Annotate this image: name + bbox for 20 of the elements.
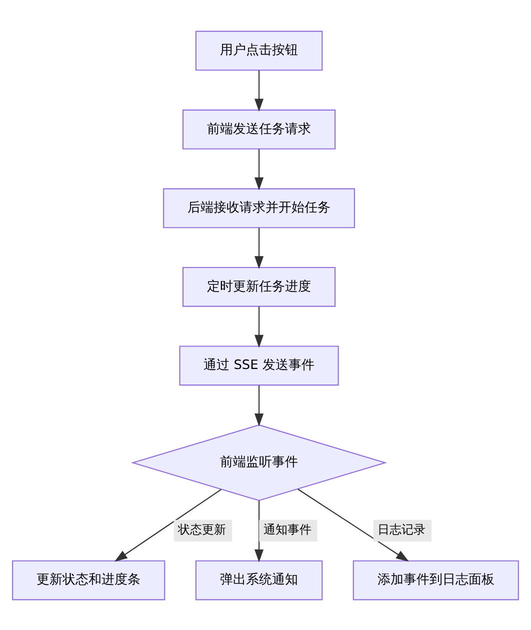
node-box: 更新状态和进度条	[12, 560, 166, 600]
arrow	[254, 227, 264, 269]
node-box: 弹出系统通知	[195, 560, 323, 600]
node-box: 前端发送任务请求	[182, 109, 336, 149]
arrow	[114, 488, 222, 562]
node-box: 用户点击按钮	[195, 30, 323, 70]
arrow	[254, 500, 264, 562]
arrow	[254, 70, 264, 112]
edge-label: 通知事件	[263, 522, 312, 536]
arrow	[254, 148, 264, 190]
node-box: 后端接收请求并开始任务	[163, 188, 356, 228]
node-box: 通过 SSE 发送事件	[179, 345, 339, 386]
edge-label: 状态更新	[178, 522, 226, 536]
arrow	[254, 306, 264, 348]
node-box: 添加事件到日志面板	[352, 560, 519, 600]
arrow	[298, 488, 409, 562]
node-diamond: 前端监听事件	[130, 424, 388, 501]
edge-label: 日志记录	[378, 522, 426, 536]
arrow	[254, 384, 264, 426]
node-box: 定时更新任务进度	[182, 266, 336, 306]
